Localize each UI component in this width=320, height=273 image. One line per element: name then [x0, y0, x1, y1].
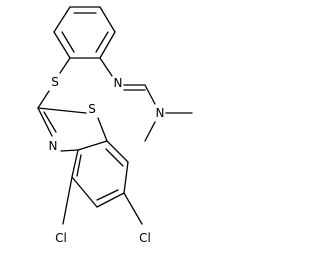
atom-label-n: N — [156, 106, 165, 120]
atom-label-n: N — [49, 139, 58, 153]
bond-c-cl — [123, 192, 143, 225]
thiazole-ring — [37, 107, 108, 152]
bond — [53, 6, 71, 33]
double-bond-inner — [76, 154, 82, 177]
bond-fusion — [77, 140, 108, 151]
double-bond-inner — [96, 189, 119, 201]
bond-c-s — [59, 57, 71, 74]
molecule-structure: S N N S N Cl Cl — [37, 6, 193, 245]
atom-label-s: S — [51, 75, 59, 89]
atom-label-n: N — [114, 76, 123, 90]
atom-label-cl: Cl — [139, 231, 151, 245]
double-bond-inner — [61, 31, 75, 53]
bond — [37, 107, 53, 137]
double-bond-inner — [95, 31, 109, 53]
double-bond-inner — [43, 111, 57, 133]
bond — [60, 149, 79, 152]
bond — [71, 176, 98, 208]
phenyl-ring — [53, 6, 116, 59]
double-bond-inner — [105, 148, 124, 167]
bond-s-c — [37, 90, 50, 109]
bond — [96, 192, 125, 208]
bond — [53, 31, 71, 59]
bond — [106, 140, 129, 163]
bond-c-cl — [62, 176, 73, 225]
bond-n-methyl — [144, 121, 156, 142]
bond-c-n — [99, 57, 113, 77]
atom-label-s: S — [88, 102, 96, 116]
bond — [37, 107, 87, 114]
bond — [71, 149, 79, 178]
bond — [97, 117, 108, 142]
bond — [123, 161, 129, 194]
benzo-ring — [71, 140, 129, 208]
bond-ch-n — [144, 84, 156, 105]
atom-label-cl: Cl — [55, 231, 67, 245]
bond — [99, 6, 116, 33]
bond — [99, 31, 116, 59]
